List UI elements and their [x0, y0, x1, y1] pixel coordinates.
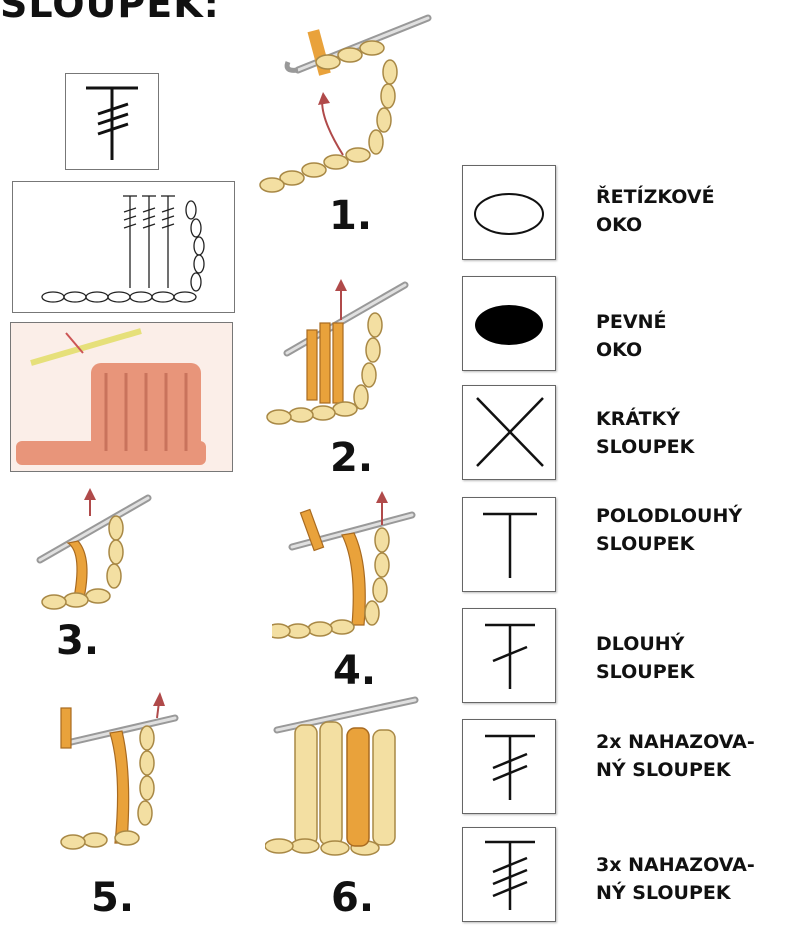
step-2-label: 2. [330, 435, 373, 481]
double-treble-crochet-icon [66, 74, 158, 169]
legend-label-2: PEVNÉOKO [596, 308, 667, 364]
step-5-label: 5. [91, 875, 134, 921]
triple-crochet-symbol-box [65, 73, 159, 170]
page-title: SLOUPEK: [0, 0, 220, 26]
step-4-label: 4. [333, 648, 376, 694]
legend-label-6: 2x NAHAZOVA-NÝ SLOUPEK [596, 728, 755, 784]
legend-label-1: ŘETÍZKOVÉOKO [596, 183, 715, 239]
swatch-photo-box [10, 322, 233, 472]
stitch-chart-box [12, 181, 235, 313]
step-4-illustration [272, 485, 422, 640]
legend-label-3: KRÁTKÝSLOUPEK [596, 405, 694, 461]
legend-label-4: POLODLOUHÝSLOUPEK [596, 502, 742, 558]
step-2-illustration [265, 275, 415, 430]
step-3-illustration [28, 488, 158, 613]
legend-symbol-box-6 [462, 719, 556, 814]
step-1-label: 1. [329, 193, 372, 239]
step-6-illustration [265, 690, 425, 860]
step-5-illustration [55, 688, 185, 858]
slip-stitch-filled-oval-icon [463, 277, 555, 370]
legend-symbol-box-5 [462, 608, 556, 703]
treble-crochet-icon [463, 720, 555, 813]
half-double-crochet-t-icon [463, 498, 555, 591]
single-crochet-x-icon [463, 386, 555, 479]
legend-symbol-box-7 [462, 827, 556, 922]
stitch-chart-diagram [13, 182, 234, 312]
legend-symbol-box-3 [462, 385, 556, 480]
legend-label-5: DLOUHÝSLOUPEK [596, 630, 694, 686]
legend-symbol-box-1 [462, 165, 556, 260]
legend-label-7: 3x NAHAZOVA-NÝ SLOUPEK [596, 851, 755, 907]
crochet-swatch-photo [11, 323, 232, 471]
legend-symbol-box-2 [462, 276, 556, 371]
chain-stitch-oval-icon [463, 166, 555, 259]
legend-symbol-box-4 [462, 497, 556, 592]
step-6-label: 6. [331, 875, 374, 921]
double-treble-crochet-icon [463, 828, 555, 921]
double-crochet-icon [463, 609, 555, 702]
step-1-illustration [258, 10, 438, 195]
step-3-label: 3. [56, 618, 99, 664]
